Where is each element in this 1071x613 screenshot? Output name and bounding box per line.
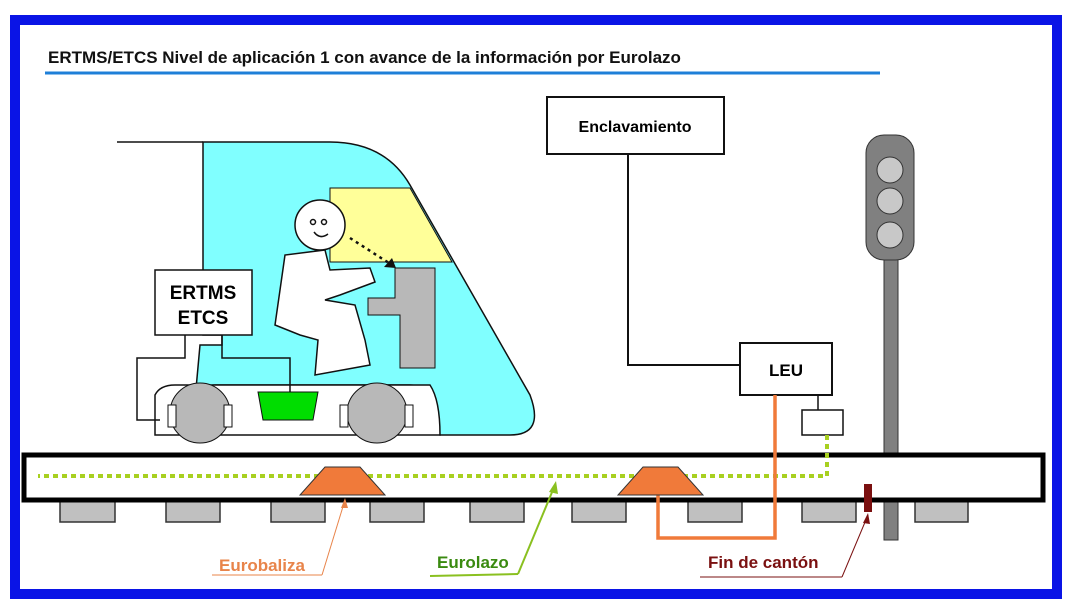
euroloop-cable (38, 435, 829, 478)
dotted-arrow (349, 236, 393, 267)
driver-figure (274, 199, 376, 376)
euroloop-label: Eurolazo (437, 553, 509, 572)
leu-label: LEU (769, 361, 803, 380)
interlocking-box (546, 96, 725, 155)
odometry-cable (136, 335, 186, 421)
loop-modem-box (801, 409, 844, 436)
block-end-marker (864, 484, 872, 512)
eurobalise-1 (298, 466, 387, 496)
block-end-label: Fin de cantón (708, 553, 819, 572)
eurobalise-label: Eurobaliza (219, 556, 306, 575)
eurobalise-2 (616, 466, 705, 496)
interlocking-label: Enclavamiento (579, 119, 692, 136)
etcs-label: ETCS (178, 308, 229, 329)
antenna-cable (221, 335, 291, 392)
title: ERTMS/ETCS Nivel de aplicación 1 con ava… (48, 48, 681, 67)
signal-light-icon (876, 187, 904, 215)
loop-antenna (257, 391, 319, 421)
ertms-label: ERTMS (170, 283, 237, 304)
train: ERTMS ETCS (117, 141, 536, 444)
signal-light-icon (876, 156, 904, 184)
signal-light-icon (876, 221, 904, 249)
wheel-front (169, 382, 231, 444)
sleepers (59, 499, 969, 523)
leu-balise-cable (656, 395, 777, 540)
ertms-etcs-box (154, 269, 253, 336)
interlocking-cable (627, 154, 740, 366)
arrow-head-icon (384, 258, 396, 268)
leu-box (739, 342, 833, 396)
level-1-display-icon (367, 267, 436, 369)
wheel-rear (346, 382, 408, 444)
